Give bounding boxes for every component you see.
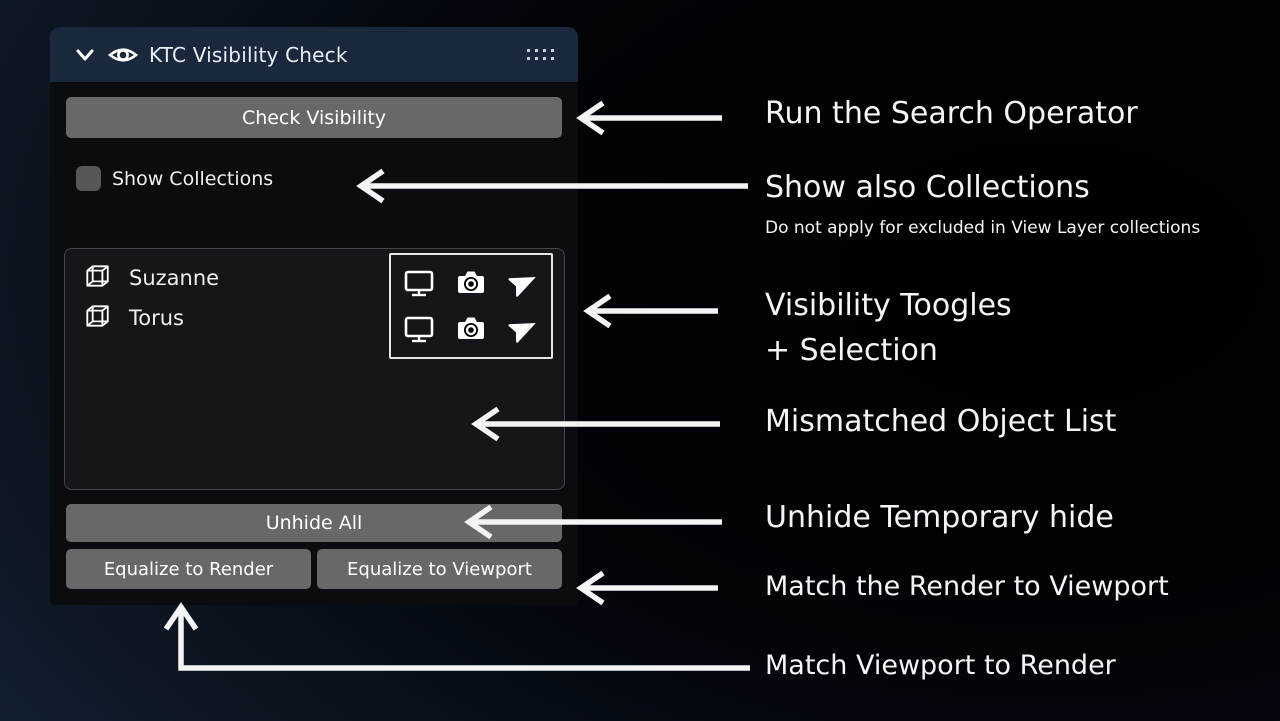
viewport-visibility-icon[interactable] [401,311,437,347]
annotation-line: Visibility Toogles [765,288,1012,323]
annotation-match-viewport: Match Viewport to Render [765,650,1116,681]
chevron-down-icon[interactable] [72,42,98,68]
render-visibility-icon[interactable] [453,265,489,301]
list-item[interactable]: Torus [83,301,184,335]
list-item[interactable]: Suzanne [83,261,219,295]
object-name: Torus [129,306,184,330]
visibility-check-panel: KTC Visibility Check Check Visibility Sh… [50,27,578,605]
equalize-to-viewport-button[interactable]: Equalize to Viewport [317,549,562,589]
annotation-line: + Selection [765,333,938,368]
equalize-to-render-button[interactable]: Equalize to Render [66,549,311,589]
visibility-toggles-box [389,253,553,359]
arrow-equalize-viewport [576,570,718,606]
toggle-row [391,265,551,301]
annotation-run-operator: Run the Search Operator [765,96,1138,131]
panel-header: KTC Visibility Check [50,27,578,82]
annotation-show-collections-note: Do not apply for excluded in View Layer … [765,218,1201,238]
show-collections-checkbox[interactable] [76,166,101,191]
annotation-unhide: Unhide Temporary hide [765,500,1114,535]
mesh-cube-icon [83,262,111,294]
check-visibility-button[interactable]: Check Visibility [66,97,562,138]
eye-icon [107,42,139,68]
render-visibility-icon[interactable] [453,311,489,347]
annotation-object-list: Mismatched Object List [765,404,1117,439]
toggle-row [391,311,551,347]
arrow-equalize-render [163,602,750,671]
select-cursor-icon[interactable] [505,265,541,301]
show-collections-label: Show Collections [112,167,274,190]
annotation-visibility-toggles: Visibility Toogles + Selection [765,283,1012,373]
annotation-show-collections: Show also Collections [765,170,1090,205]
mesh-cube-icon [83,302,111,334]
panel-title: KTC Visibility Check [149,42,348,67]
annotation-match-render: Match the Render to Viewport [765,571,1169,602]
grip-dots-icon[interactable] [526,48,556,62]
arrow-check-visibility [576,100,722,136]
select-cursor-icon[interactable] [505,311,541,347]
unhide-all-button[interactable]: Unhide All [66,504,562,542]
mismatched-object-list: Suzanne Torus [64,248,565,490]
viewport-visibility-icon[interactable] [401,265,437,301]
arrow-visibility-toggles [583,293,718,329]
object-name: Suzanne [129,266,220,290]
